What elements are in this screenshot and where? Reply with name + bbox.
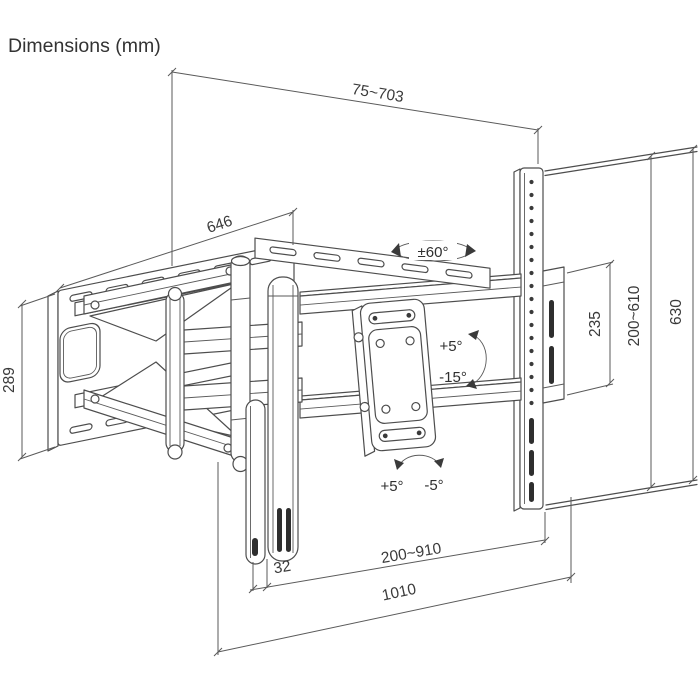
level-annotation: +5° -5° (380, 454, 444, 495)
dim-column-width-label: 32 (272, 558, 292, 578)
tilt-up-label: +5° (439, 338, 462, 355)
hinge-bolt-top (353, 332, 364, 343)
articulating-arms (83, 255, 303, 473)
vesa-top-slot (368, 309, 416, 325)
tv-rail-holes (529, 179, 534, 406)
dim-plate-width-label: 646 (205, 213, 235, 237)
dim-plate-height: 289 (1, 293, 56, 462)
tilt-down-label: -15° (439, 369, 467, 386)
dim-bracket-height: 235 (566, 259, 615, 396)
wall-plate-cutout (59, 322, 101, 383)
dim-arm-extension: 75~703 (167, 67, 543, 266)
left-column (245, 399, 266, 565)
swivel-annotation: ±60° (391, 240, 476, 262)
dim-bottom-chain: 32 200~910 (248, 512, 550, 594)
top-support-bar (254, 237, 491, 289)
dim-arm-extension-label: 75~703 (351, 81, 405, 106)
rear-pivot-post (230, 255, 251, 473)
dim-total-width-label: 1010 (380, 581, 418, 605)
level-right-label: -5° (424, 477, 443, 494)
tilt-annotation: +5° -15° (439, 330, 487, 389)
dim-total-width: 1010 (213, 462, 576, 657)
dim-plate-height-label: 289 (1, 367, 18, 393)
dim-tv-rail-range-label: 200~610 (626, 285, 643, 346)
main-column (267, 276, 299, 562)
tv-panel-outline (544, 146, 698, 511)
dim-tv-rail-height-label: 630 (668, 299, 685, 325)
swivel-angle-label: ±60° (418, 244, 449, 261)
vesa-plate (351, 298, 437, 457)
dim-tv-rail-height: 630 (668, 144, 698, 485)
level-left-label: +5° (380, 478, 403, 495)
dim-bracket-height-label: 235 (587, 311, 604, 337)
wall-plate-side (47, 290, 59, 452)
dim-tv-rail-range: 200~610 (626, 151, 656, 492)
vesa-bottom-slot (378, 426, 426, 442)
page-title: Dimensions (mm) (8, 35, 161, 57)
upper-arm-link (89, 282, 239, 342)
hinge-bolt-bottom (359, 401, 370, 413)
mid-pivot-post (165, 286, 185, 460)
front-columns (245, 276, 299, 565)
tv-rail-slots (529, 418, 534, 502)
tv-rail (513, 167, 544, 512)
rail-adapter-bracket (542, 266, 565, 404)
